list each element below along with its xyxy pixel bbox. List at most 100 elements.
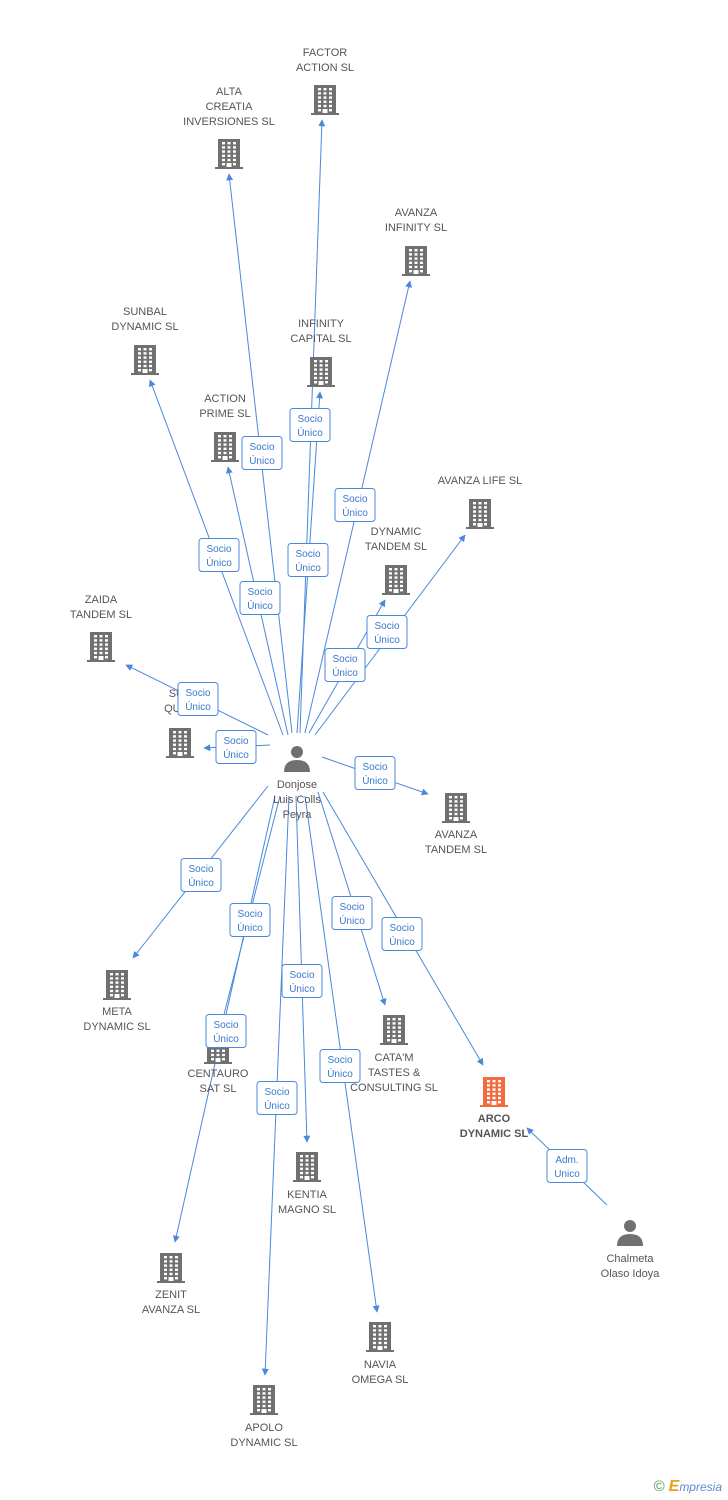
building-icon: [131, 345, 159, 375]
node-label: ACTION: [204, 393, 246, 405]
node-label: TANDEM SL: [365, 541, 427, 553]
edge-label-text: Socio: [289, 970, 314, 981]
node-label: Donjose: [277, 779, 317, 791]
edge-label-box: [287, 543, 329, 577]
edge-label-box: [366, 615, 408, 649]
node-label: Olaso Idoya: [601, 1268, 661, 1280]
edge-label-box: [256, 1081, 298, 1115]
edge-label-box: [239, 581, 281, 615]
node-label: ALTA: [216, 86, 243, 98]
edge-label-text: Socio: [332, 654, 357, 665]
node-label: SAT SL: [200, 1083, 237, 1095]
edge-label-text: Socio: [339, 902, 364, 913]
edge-label-box: [324, 648, 366, 682]
person-icon: [284, 746, 310, 772]
building-icon: [402, 246, 430, 276]
node-label: AVANZA: [435, 829, 478, 841]
node-label: AVANZA: [395, 207, 438, 219]
node-label: KENTIA: [287, 1189, 327, 1201]
edge-label-text: Socio: [327, 1055, 352, 1066]
node-navia[interactable]: NAVIA OMEGA SL: [352, 1322, 409, 1386]
building-icon: [211, 432, 239, 462]
node-label: DYNAMIC: [371, 526, 422, 538]
edges-layer: [125, 119, 608, 1376]
building-icon: [366, 1322, 394, 1352]
node-label: INFINITY: [298, 318, 344, 330]
edge-label-text: Socio: [295, 549, 320, 560]
edge-label-text: Único: [289, 982, 315, 995]
edge-label[interactable]: Adm.Unico: [546, 1149, 588, 1183]
node-label: Peyra: [283, 809, 313, 821]
edge-label-text: Socio: [188, 864, 213, 875]
node-label: OMEGA SL: [352, 1374, 409, 1386]
node-dynamic_tandem[interactable]: DYNAMIC TANDEM SL: [365, 526, 427, 595]
node-avanza_life[interactable]: AVANZA LIFE SL: [438, 475, 523, 529]
building-icon: [157, 1253, 185, 1283]
brand-name: mpresia: [679, 1480, 722, 1494]
edge-label-text: Único: [249, 454, 275, 467]
node-label: DYNAMIC SL: [460, 1128, 529, 1140]
footer-brand[interactable]: ©Empresia: [654, 1478, 722, 1496]
edge-label-text: Único: [264, 1099, 290, 1112]
edge-label-text: Único: [297, 426, 323, 439]
edge-label-text: Socio: [297, 414, 322, 425]
edge-label-text: Único: [188, 876, 214, 889]
node-label: ACTION SL: [296, 62, 354, 74]
edge-label-text: Único: [327, 1067, 353, 1080]
node-label: Chalmeta: [606, 1253, 654, 1265]
node-label: NAVIA: [364, 1359, 397, 1371]
edge-label-box: [334, 488, 376, 522]
node-label: CATA'M: [375, 1052, 414, 1064]
edge-label-box: [319, 1049, 361, 1083]
node-label: ZAIDA: [85, 594, 118, 606]
building-icon: [442, 793, 470, 823]
node-label: META: [102, 1006, 132, 1018]
edge-label-box: [215, 730, 257, 764]
edge-label-text: Único: [206, 556, 232, 569]
building-icon: [250, 1385, 278, 1415]
edge-label-text: Socio: [223, 736, 248, 747]
building-icon: [307, 357, 335, 387]
building-icon: [166, 728, 194, 758]
edge-label-text: Único: [295, 561, 321, 574]
edge-label-text: Único: [332, 666, 358, 679]
node-label: AVANZA LIFE SL: [438, 475, 523, 487]
edge-label-box: [331, 896, 373, 930]
